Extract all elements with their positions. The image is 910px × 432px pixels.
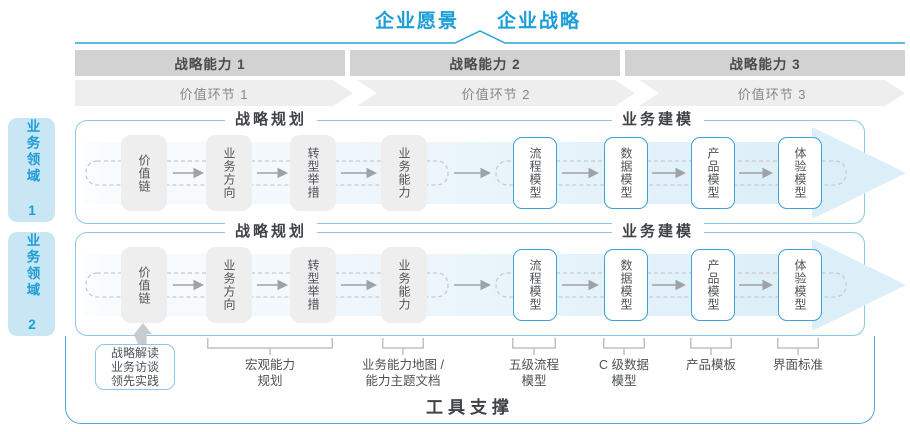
box-business-capability: 业务能力 bbox=[381, 247, 427, 323]
label-line: C 级数据 bbox=[598, 358, 650, 372]
strategy-input-line: 领先实践 bbox=[110, 374, 159, 388]
box-business-capability: 业务能力 bbox=[381, 135, 427, 211]
label-product-template: 产品模板 bbox=[685, 358, 737, 372]
box-process-model: 流程模型 bbox=[513, 137, 557, 209]
label-process-l5: 五级流程 模型 bbox=[509, 357, 559, 389]
capability-bar-1: 战略能力 1 bbox=[75, 50, 345, 76]
strategy-input-line: 战略解读 bbox=[110, 346, 159, 360]
domain-row-2: 战略规划 业务建模 价值链 业务方向 转型举措 业务能力 流程模型 数据模型 产… bbox=[75, 223, 906, 336]
tool-support-label: 工具支撑 bbox=[426, 398, 514, 417]
value-chevron-1: 价值环节 1 bbox=[75, 80, 353, 106]
domain-row-1: 战略规划 业务建模 价值链 业务方向 转型举措 业务能力 流程模型 数据模型 产… bbox=[75, 111, 906, 224]
section-title-planning: 战略规划 bbox=[224, 223, 318, 241]
bracket-process-l5 bbox=[512, 338, 556, 355]
bracket-data-c bbox=[603, 338, 645, 355]
section-title-modeling: 业务建模 bbox=[611, 111, 705, 129]
value-chevron-3: 价值环节 3 bbox=[639, 80, 905, 106]
flow-arrowhead bbox=[812, 239, 906, 331]
bracket-ui-standard bbox=[777, 338, 819, 355]
dashed-track-planning bbox=[85, 272, 449, 298]
box-transformation-moves: 转型举措 bbox=[290, 247, 336, 323]
domain-tab-1: 业务领域 1 bbox=[8, 118, 55, 222]
strategy-input-line: 业务访谈 bbox=[110, 360, 159, 374]
box-business-direction: 业务方向 bbox=[206, 247, 252, 323]
label-line: 业务能力地图 / bbox=[362, 358, 444, 372]
label-macro-capability: 宏观能力 规划 bbox=[245, 357, 295, 389]
box-experience-model: 体验模型 bbox=[778, 249, 822, 321]
value-chevron-2: 价值环节 2 bbox=[357, 80, 635, 106]
strategy-input-box: 战略解读 业务访谈 领先实践 bbox=[95, 344, 175, 390]
enterprise-strategy-title: 企业战略 bbox=[497, 11, 582, 32]
box-process-model: 流程模型 bbox=[513, 249, 557, 321]
box-transformation-moves: 转型举措 bbox=[290, 135, 336, 211]
label-data-c: C 级数据 模型 bbox=[599, 357, 649, 389]
label-line: 宏观能力 bbox=[244, 358, 296, 372]
label-line: 能力主题文档 bbox=[365, 374, 441, 388]
box-product-model: 产品模型 bbox=[691, 137, 735, 209]
section-title-modeling: 业务建模 bbox=[611, 223, 705, 241]
box-data-model: 数据模型 bbox=[604, 137, 648, 209]
box-data-model: 数据模型 bbox=[604, 249, 648, 321]
section-title-planning: 战略规划 bbox=[224, 111, 318, 129]
label-ui-standard: 界面标准 bbox=[772, 358, 824, 372]
capability-bar-3: 战略能力 3 bbox=[625, 50, 905, 76]
domain-tab-2: 业务领域 2 bbox=[8, 232, 55, 336]
enterprise-vision-title: 企业愿景 bbox=[375, 11, 460, 32]
dashed-track-modeling bbox=[495, 160, 847, 186]
box-business-direction: 业务方向 bbox=[206, 135, 252, 211]
box-experience-model: 体验模型 bbox=[778, 137, 822, 209]
label-line: 模型 bbox=[521, 374, 547, 388]
box-value-chain: 价值链 bbox=[121, 247, 167, 323]
flow-arrowhead bbox=[812, 127, 906, 219]
bracket-product-template bbox=[690, 338, 732, 355]
bracket-macro-capability bbox=[207, 338, 333, 355]
capability-bar-2: 战略能力 2 bbox=[350, 50, 620, 76]
label-line: 五级流程 bbox=[508, 358, 560, 372]
dashed-track-modeling bbox=[495, 272, 847, 298]
box-value-chain: 价值链 bbox=[121, 135, 167, 211]
title-caret-line bbox=[75, 30, 905, 44]
dashed-track-planning bbox=[85, 160, 449, 186]
box-product-model: 产品模型 bbox=[691, 249, 735, 321]
bracket-capability-map bbox=[382, 338, 424, 355]
label-line: 规划 bbox=[257, 374, 283, 388]
tool-support-container: 工具支撑 bbox=[65, 336, 875, 424]
label-line: 模型 bbox=[611, 374, 637, 388]
label-capability-map: 业务能力地图 / 能力主题文档 bbox=[362, 357, 444, 389]
